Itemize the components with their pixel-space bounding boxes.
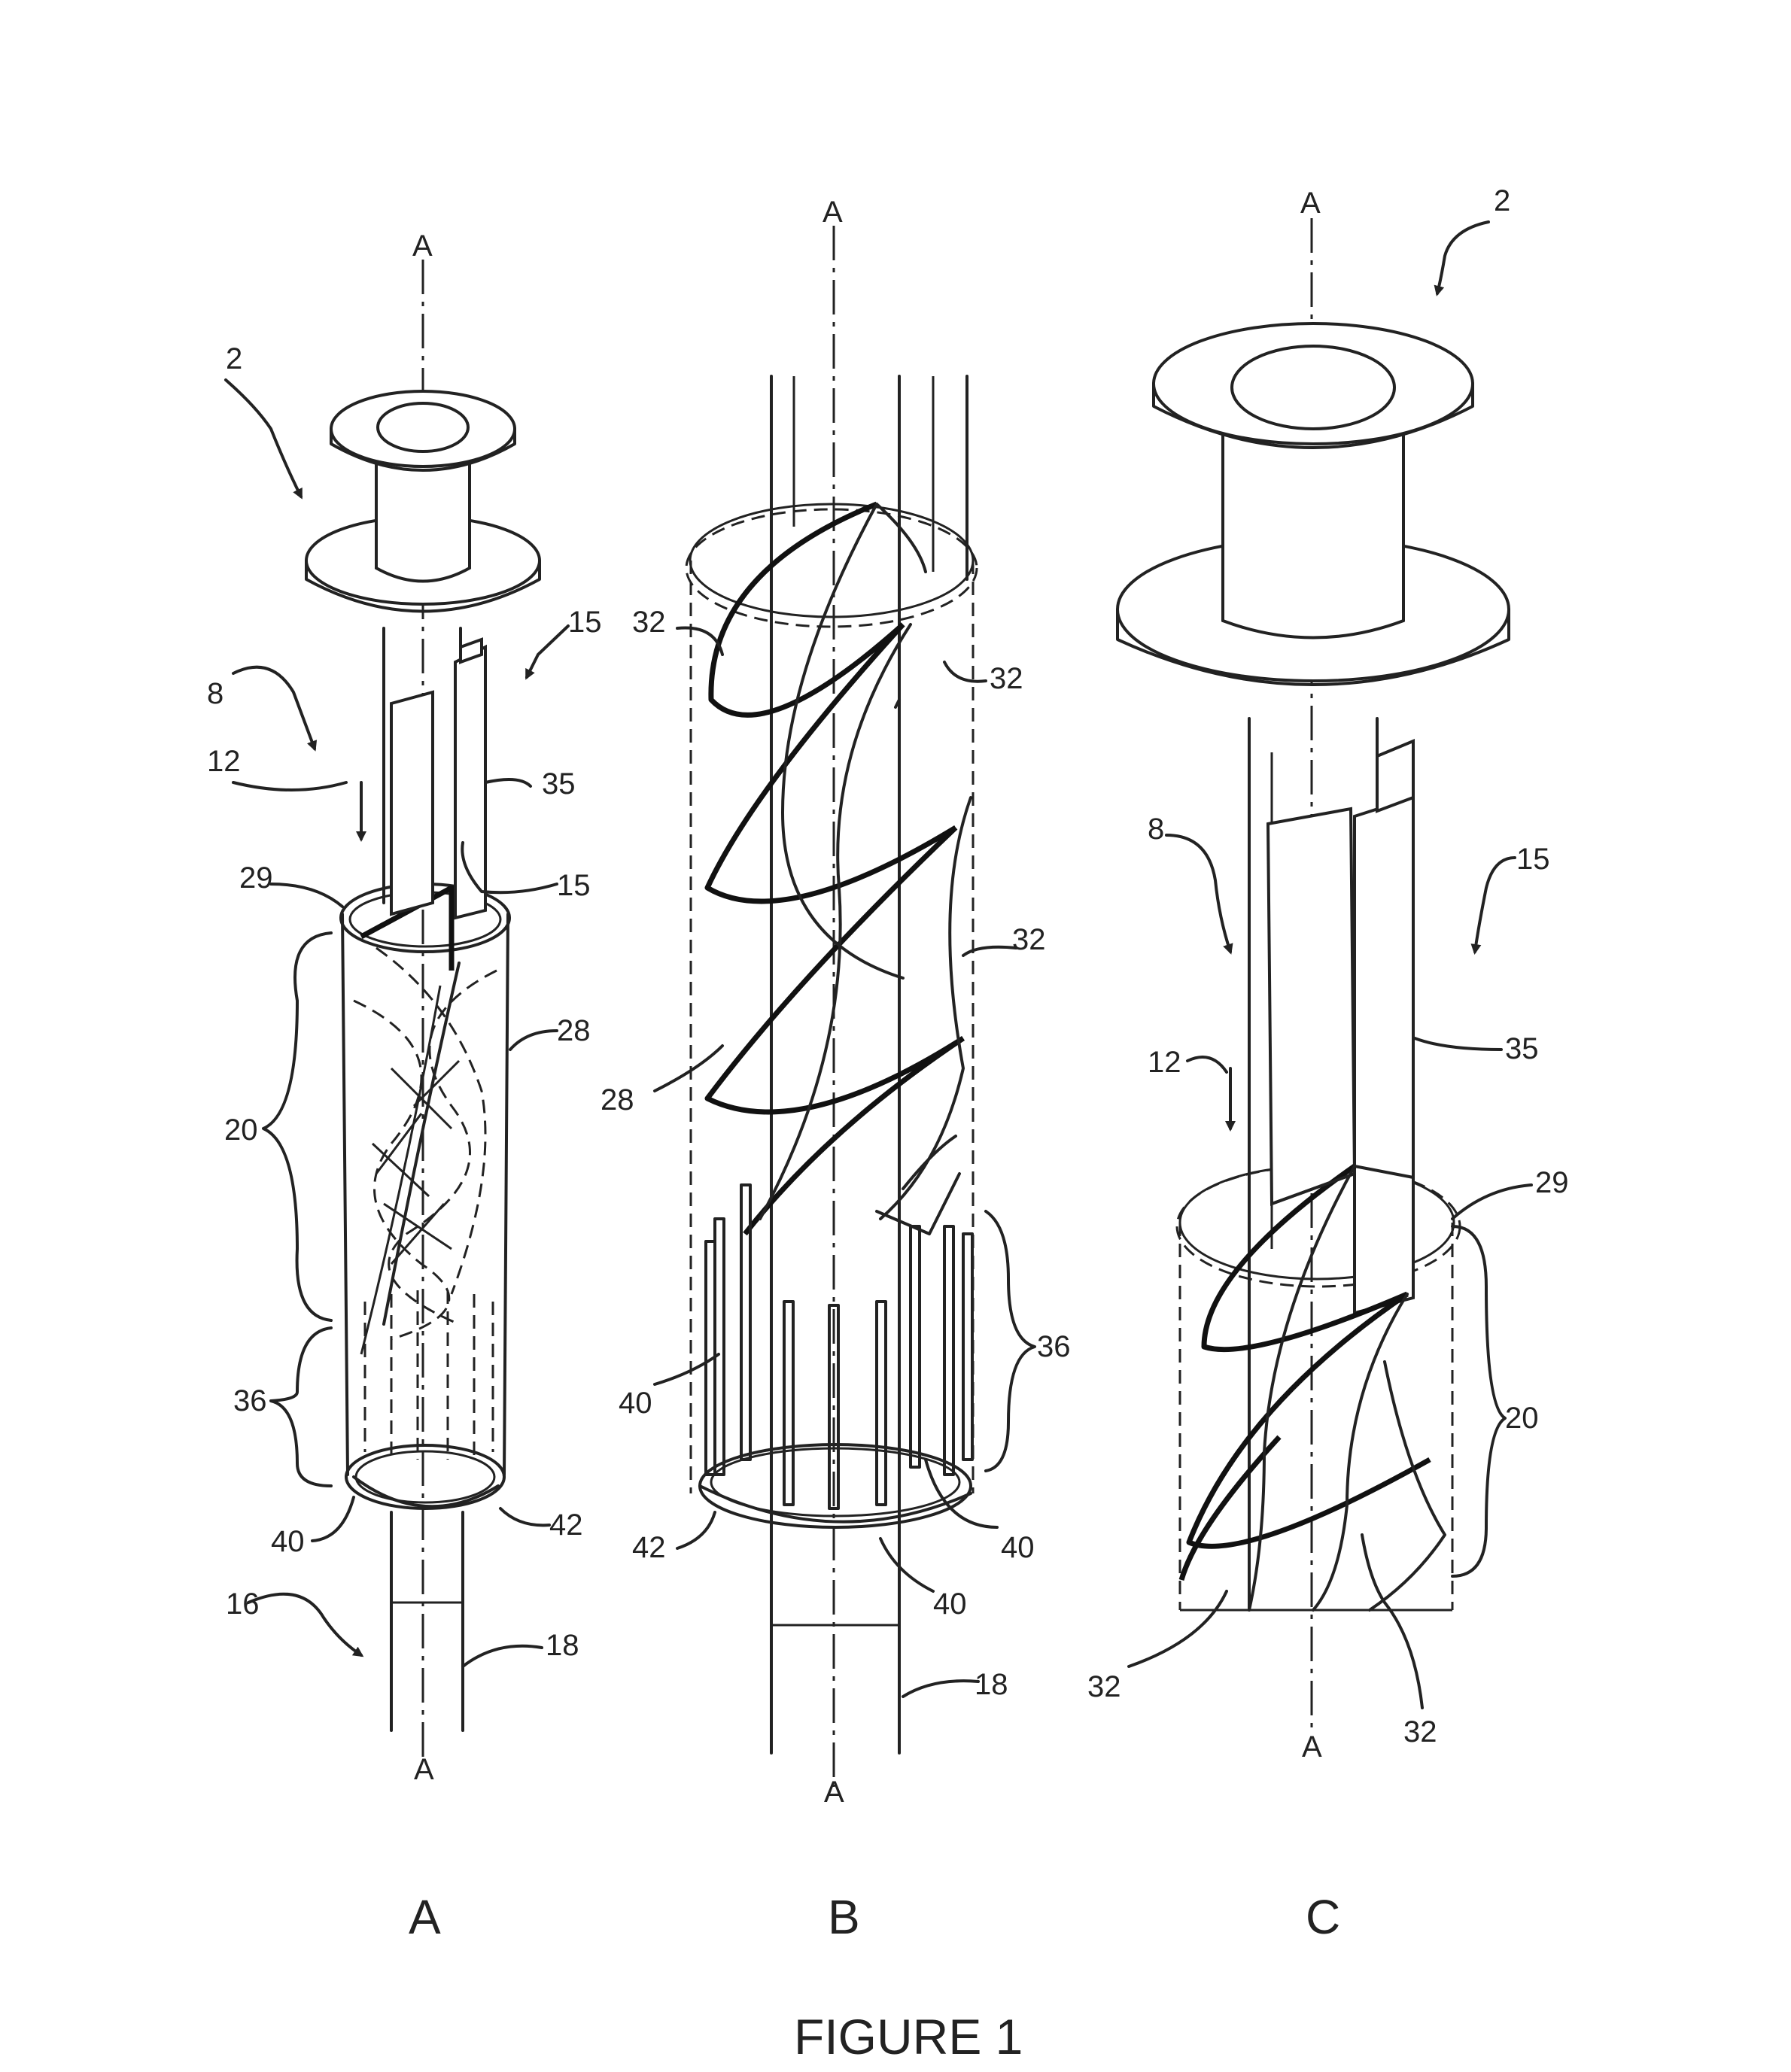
panel-a-drawing: A 2 8 12 15 35 15 29 28 20 36 40 42 16 1… <box>207 229 602 1944</box>
callout-a-42: 42 <box>549 1508 583 1542</box>
callout-c-29: 29 <box>1535 1166 1569 1199</box>
callout-b-32-mid: 32 <box>1012 923 1046 956</box>
callout-a-18: 18 <box>546 1629 579 1662</box>
callout-b-28: 28 <box>601 1083 634 1117</box>
callout-a-axis-top: A <box>412 229 433 263</box>
callout-c-12: 12 <box>1148 1046 1181 1079</box>
callout-c-32-right: 32 <box>1403 1715 1437 1748</box>
callout-b-40-bottom: 40 <box>933 1587 967 1621</box>
callout-a-40: 40 <box>271 1525 305 1558</box>
panel-c-blade-35 <box>1355 798 1413 1313</box>
panel-a-tube-left <box>342 914 348 1475</box>
callout-a-15-mid: 15 <box>557 869 591 902</box>
callout-b-axis-top: A <box>823 196 843 229</box>
callout-c-15: 15 <box>1516 843 1550 876</box>
callout-a-29: 29 <box>239 861 273 895</box>
callout-c-8: 8 <box>1148 813 1164 846</box>
callout-a-16: 16 <box>226 1587 260 1621</box>
callout-a-15-top: 15 <box>568 606 602 639</box>
panel-a-tube-right <box>504 914 508 1475</box>
figure-caption: FIGURE 1 <box>794 2009 1023 2064</box>
callout-b-axis-bottom: A <box>824 1776 844 1809</box>
callout-a-20: 20 <box>224 1113 258 1147</box>
callout-a-axis-bottom: A <box>414 1753 434 1786</box>
callout-b-42: 42 <box>632 1531 666 1564</box>
callout-a-35: 35 <box>542 767 576 801</box>
callout-b-36: 36 <box>1037 1330 1071 1363</box>
panel-c-blade <box>1268 809 1355 1204</box>
callout-a-12: 12 <box>207 745 241 778</box>
callout-c-35: 35 <box>1505 1032 1539 1065</box>
callout-a-8: 8 <box>207 677 223 710</box>
callout-a-2: 2 <box>226 342 242 375</box>
panel-label-b: B <box>828 1890 860 1944</box>
callout-b-40-right: 40 <box>1001 1531 1035 1564</box>
callout-b-40-left: 40 <box>619 1387 652 1420</box>
panel-label-c: C <box>1306 1890 1340 1944</box>
panel-a-bottom-ring <box>346 1445 504 1508</box>
panel-b-drawing: A 32 32 32 28 36 40 40 42 40 18 A B <box>601 196 1071 1944</box>
panel-b-helical-blades <box>707 504 971 1234</box>
callout-b-32-top: 32 <box>632 606 666 639</box>
callout-b-18: 18 <box>975 1668 1008 1701</box>
panel-a-blade <box>391 692 433 914</box>
panel-c-drawing: A 2 8 15 12 35 29 20 32 32 A C <box>1087 184 1569 1944</box>
panel-label-a: A <box>409 1890 441 1944</box>
callout-c-axis-bottom: A <box>1302 1730 1322 1764</box>
callout-c-20: 20 <box>1505 1402 1539 1435</box>
callout-c-axis-top: A <box>1300 187 1321 220</box>
callout-b-32-right: 32 <box>990 662 1023 695</box>
callout-a-28: 28 <box>557 1014 591 1047</box>
callout-c-2: 2 <box>1494 184 1510 217</box>
callout-a-36: 36 <box>233 1384 267 1417</box>
callout-c-32-left: 32 <box>1087 1670 1121 1703</box>
